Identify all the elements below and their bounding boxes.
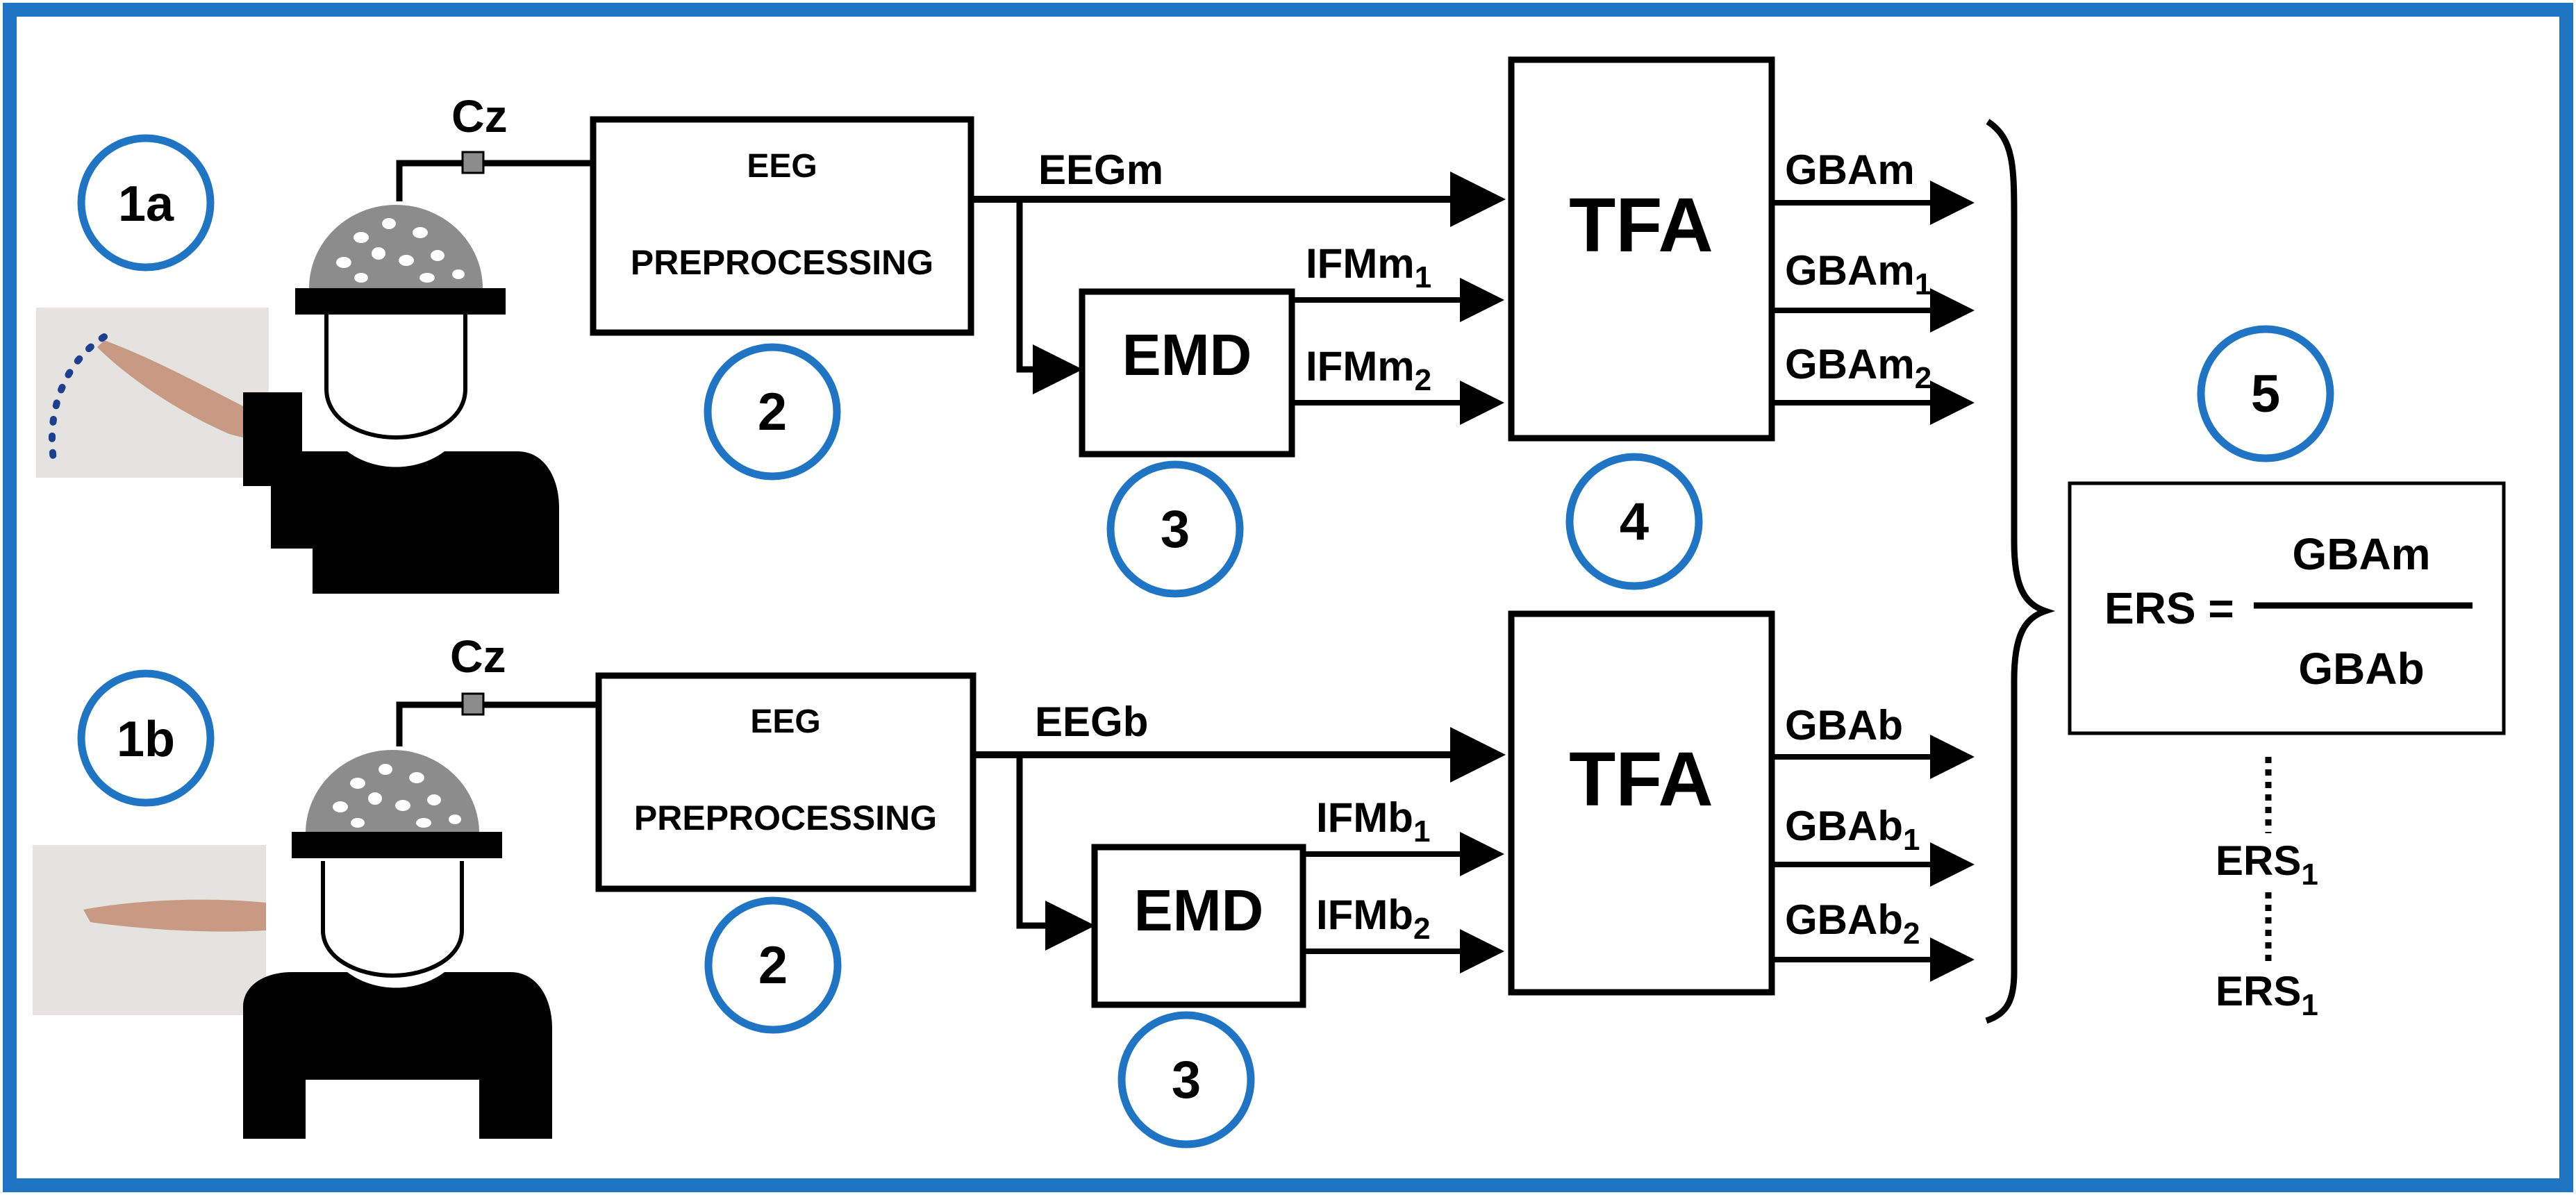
gbab1-label: GBAb1 bbox=[1785, 803, 1920, 857]
svg-text:5: 5 bbox=[2251, 365, 2280, 424]
electrode-wire-bottom bbox=[396, 701, 599, 746]
electrode-cz-bottom bbox=[461, 692, 485, 716]
preprocessing-box-top: EEG PREPROCESSING bbox=[590, 116, 974, 336]
preprocessing-box-bottom: EEG PREPROCESSING bbox=[595, 672, 977, 892]
imf2-label-bottom: IFMb2 bbox=[1316, 892, 1430, 946]
electrode-wire bbox=[396, 160, 599, 201]
formula-denominator: GBAb bbox=[2298, 644, 2424, 694]
face-outline bbox=[324, 312, 467, 440]
body-silhouette-bottom bbox=[243, 972, 552, 1139]
subject-figure-bottom: Cz bbox=[33, 630, 599, 1139]
ers-item-2: ERS1 bbox=[2216, 968, 2318, 1022]
eeg-helmet bbox=[309, 205, 483, 288]
arrow-to-emd-bottom bbox=[1016, 755, 1095, 951]
face-outline-bottom bbox=[321, 861, 464, 978]
tfa-box-bottom: TFA bbox=[1508, 610, 1775, 996]
imf2-label-top: IFMm2 bbox=[1306, 343, 1431, 397]
hand-photo-flat bbox=[33, 845, 266, 1015]
svg-text:1a: 1a bbox=[118, 176, 174, 232]
svg-text:EMD: EMD bbox=[1134, 878, 1264, 943]
svg-text:1b: 1b bbox=[117, 712, 175, 767]
imf1-label-top: IFMm1 bbox=[1306, 240, 1431, 294]
imf1-label-bottom: IFMb1 bbox=[1316, 794, 1430, 849]
ers-item-1: ERS1 bbox=[2216, 837, 2318, 892]
svg-text:TFA: TFA bbox=[1569, 737, 1713, 822]
helmet-band-bottom bbox=[292, 832, 502, 858]
svg-text:EMD: EMD bbox=[1122, 322, 1252, 387]
eeg-helmet-bottom bbox=[306, 750, 479, 833]
step-2-bottom: 2 bbox=[704, 896, 842, 1034]
step-5: 5 bbox=[2197, 325, 2334, 462]
gbam-label: GBAm bbox=[1785, 147, 1915, 193]
svg-text:EEG: EEG bbox=[750, 703, 820, 740]
body-silhouette bbox=[243, 392, 559, 594]
svg-text:2: 2 bbox=[758, 383, 787, 442]
hand-photo-raised bbox=[36, 308, 269, 478]
svg-text:TFA: TFA bbox=[1569, 183, 1713, 268]
step-3-bottom: 3 bbox=[1117, 1011, 1255, 1148]
gbab-label: GBAb bbox=[1785, 702, 1903, 749]
emd-box-top: EMD bbox=[1079, 288, 1295, 458]
gbam2-label: GBAm2 bbox=[1785, 341, 1931, 395]
signal-label-eegb: EEGb bbox=[1035, 699, 1148, 745]
helmet-band bbox=[295, 288, 506, 315]
formula-numerator: GBAm bbox=[2292, 529, 2430, 579]
step-2-top: 2 bbox=[704, 343, 841, 480]
electrode-label: Cz bbox=[451, 90, 508, 142]
trajectory-arc bbox=[49, 333, 108, 467]
svg-text:PREPROCESSING: PREPROCESSING bbox=[631, 243, 933, 282]
step-4: 4 bbox=[1565, 453, 1703, 590]
electrode-label-bottom: Cz bbox=[450, 630, 506, 682]
signal-label-eegm: EEGm bbox=[1038, 147, 1163, 193]
svg-text:3: 3 bbox=[1172, 1051, 1201, 1110]
ers-formula-box: ERS = GBAm GBAb bbox=[2068, 481, 2506, 735]
ers-lhs: ERS = bbox=[2104, 583, 2234, 633]
electrode-cz bbox=[461, 151, 485, 174]
svg-text:PREPROCESSING: PREPROCESSING bbox=[634, 799, 937, 837]
step-3-top: 3 bbox=[1106, 460, 1244, 598]
step-1b: 1b bbox=[77, 669, 215, 807]
svg-text:2: 2 bbox=[758, 936, 788, 995]
step-1a: 1a bbox=[77, 134, 215, 271]
gbam1-label: GBAm1 bbox=[1785, 247, 1931, 301]
svg-text:4: 4 bbox=[1620, 492, 1649, 551]
svg-text:3: 3 bbox=[1161, 500, 1190, 559]
arrow-to-emd-top bbox=[1016, 199, 1083, 394]
svg-text:EEG: EEG bbox=[747, 148, 817, 185]
emd-box-bottom: EMD bbox=[1091, 844, 1306, 1008]
gbab2-label: GBAb2 bbox=[1785, 896, 1920, 951]
tfa-box-top: TFA bbox=[1508, 56, 1775, 442]
subject-figure-top: Cz bbox=[36, 90, 599, 594]
outer-frame bbox=[3, 3, 2573, 1192]
curly-brace bbox=[1985, 119, 2056, 1024]
